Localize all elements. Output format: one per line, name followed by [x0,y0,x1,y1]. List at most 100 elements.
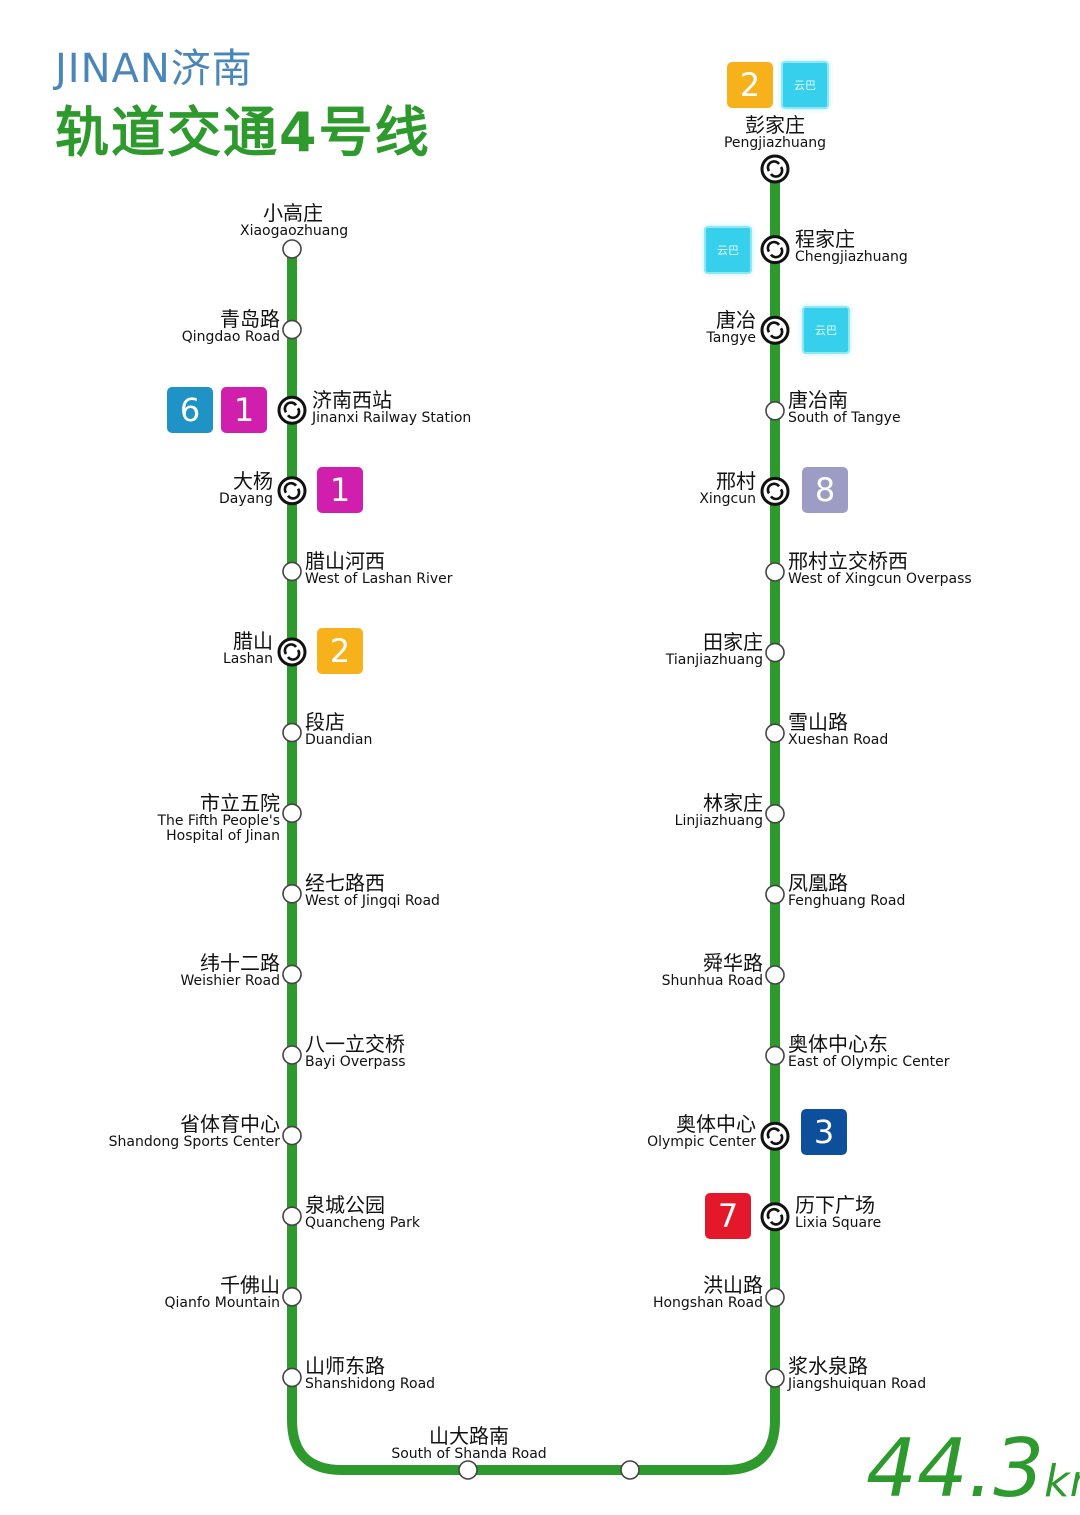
station-label-xiaogaozhuang[interactable]: 小高庄 Xiaogaozhuang [240,203,348,239]
station-label-duandian[interactable]: 段店 Duandian [305,712,372,748]
station-label-lixia-square[interactable]: 历下广场 Lixia Square [795,1195,881,1231]
station-label-hongshan-road[interactable]: 洪山路 Hongshan Road [653,1275,763,1311]
station-name-en-line2: Hospital of Jinan [166,827,280,844]
station-label-lashan[interactable]: 腊山 Lashan [223,631,273,667]
station-label-quancheng-park[interactable]: 泉城公园 Quancheng Park [305,1195,420,1231]
station-marker-right-8[interactable] [765,803,785,824]
station-label-xueshan-road[interactable]: 雪山路 Xueshan Road [788,712,888,748]
station-name-en: East of Olympic Center [788,1054,950,1070]
station-marker-right-11[interactable] [765,1045,785,1066]
station-marker-left-9[interactable] [282,964,302,985]
station-label-jiangshuiquan-road[interactable]: 浆水泉路 Jiangshuiquan Road [788,1356,926,1392]
station-label-west-of-lashan-river[interactable]: 腊山河西 West of Lashan River [305,551,453,587]
cloud-rail-badge[interactable]: 云巴 [704,226,752,274]
station-label-shunhua-road[interactable]: 舜华路 Shunhua Road [662,953,763,989]
station-name-en: Xueshan Road [788,732,889,748]
station-marker-right-12[interactable] [760,1121,790,1151]
station-label-olympic-center[interactable]: 奥体中心 Olympic Center [647,1114,756,1150]
title-english: JINAN济南 [55,46,253,92]
station-label-south-of-shanda-road[interactable]: 山大路南 South of Shanda Road [386,1426,552,1462]
interchange-icon [766,482,784,501]
station-label-west-of-jingqi-road[interactable]: 经七路西 West of Jingqi Road [305,873,440,909]
station-name-cn: 大杨 [233,469,273,493]
station-marker-right-5[interactable] [765,562,785,582]
station-name-cn: 泉城公园 [305,1193,385,1217]
station-name-cn: 林家庄 [703,791,763,815]
station-marker-left-8[interactable] [282,883,302,904]
station-label-east-of-olympic-center[interactable]: 奥体中心东 East of Olympic Center [788,1034,949,1070]
cloud-rail-badge[interactable]: 云巴 [802,306,850,354]
station-label-south-of-tangye[interactable]: 唐冶南 South of Tangye [788,390,901,426]
station-name-cn: 凤凰路 [788,871,848,895]
station-marker-bottom-0[interactable] [458,1460,478,1480]
station-marker-right-6[interactable] [765,642,785,663]
station-name-en: Jinanxi Railway Station [312,410,472,426]
station-marker-right-13[interactable] [760,1202,790,1232]
cloud-rail-label: 云巴 [794,79,816,92]
station-label-weishier-road[interactable]: 纬十二路 Weishier Road [180,953,280,989]
station-marker-left-12[interactable] [282,1206,302,1226]
station-marker-right-9[interactable] [765,884,785,905]
line-2-badge[interactable]: 2 [727,62,773,108]
station-marker-left-7[interactable] [282,803,302,824]
station-label-tianjiazhuang[interactable]: 田家庄 Tianjiazhuang [666,632,763,668]
station-label-dayang[interactable]: 大杨 Dayang [219,471,273,507]
cloud-rail-badge[interactable]: 云巴 [781,61,829,109]
station-marker-left-5[interactable] [277,637,307,667]
station-marker-right-3[interactable] [765,400,785,421]
station-marker-left-0[interactable] [282,239,302,259]
station-name-cn: 邢村立交桥西 [788,549,908,573]
line-8-badge[interactable]: 8 [802,467,848,513]
station-marker-right-0[interactable] [760,154,790,184]
station-name-en: Shanshidong Road [305,1376,436,1392]
line-3-badge[interactable]: 3 [801,1109,847,1155]
station-name-en: South of Shanda Road [391,1446,547,1462]
line-6-badge[interactable]: 6 [167,387,213,433]
station-label-qianfo-mountain[interactable]: 千佛山 Qianfo Mountain [164,1275,280,1311]
station-marker-left-4[interactable] [282,561,302,582]
station-marker-right-7[interactable] [765,723,785,744]
station-marker-left-13[interactable] [282,1287,302,1307]
station-label-tangye[interactable]: 唐冶 Tangye [707,310,756,346]
station-marker-left-10[interactable] [282,1045,302,1065]
line-2-badge[interactable]: 2 [317,628,363,674]
route-map [277,154,790,1480]
station-marker-bottom-1[interactable] [620,1460,640,1480]
line-1-badge[interactable]: 1 [221,387,267,433]
station-label-xingcun[interactable]: 邢村 Xingcun [699,471,756,507]
station-name-cn: 田家庄 [703,630,763,654]
station-marker-left-11[interactable] [282,1125,302,1146]
station-name-cn: 奥体中心 [676,1112,756,1136]
line-7-badge[interactable]: 7 [705,1193,751,1239]
station-label-qingdao-road[interactable]: 青岛路 Qingdao Road [182,309,280,345]
station-label-shanshidong-road[interactable]: 山师东路 Shanshidong Road [305,1356,435,1392]
station-name-cn: 洪山路 [703,1273,763,1297]
station-name-en: Shunhua Road [661,973,763,989]
station-marker-left-2[interactable] [277,395,307,425]
station-name-en: Tangye [706,330,756,346]
station-marker-left-3[interactable] [277,476,307,506]
line-1-badge[interactable]: 1 [317,467,363,513]
station-label-fifth-hospital[interactable]: 市立五院 The Fifth People's Hospital of Jina… [157,793,280,843]
station-marker-left-1[interactable] [282,319,302,340]
station-label-west-of-xingcun-overpass[interactable]: 邢村立交桥西 West of Xingcun Overpass [788,551,972,587]
station-marker-right-15[interactable] [765,1368,785,1388]
station-marker-right-14[interactable] [765,1287,785,1308]
station-label-jinanxi[interactable]: 济南西站 Jinanxi Railway Station [312,390,471,426]
station-marker-left-6[interactable] [282,722,302,743]
station-marker-right-4[interactable] [760,476,790,506]
station-marker-left-14[interactable] [282,1367,302,1388]
station-label-bayi-overpass[interactable]: 八一立交桥 Bayi Overpass [305,1034,406,1070]
station-name-cn: 唐冶南 [788,388,848,412]
station-label-fenghuang-road[interactable]: 凤凰路 Fenghuang Road [788,873,905,909]
station-marker-right-10[interactable] [765,965,785,985]
interchange-icon [283,481,301,500]
station-marker-right-2[interactable] [760,315,790,345]
station-name-cn: 济南西站 [312,388,392,412]
station-label-linjiazhuang[interactable]: 林家庄 Linjiazhuang [675,793,763,829]
station-label-pengjiazhuang[interactable]: 彭家庄 Pengjiazhuang [715,115,835,151]
station-label-chengjiazhuang[interactable]: 程家庄 Chengjiazhuang [795,229,908,265]
station-marker-right-1[interactable] [760,235,790,265]
station-name-cn: 段店 [305,710,345,734]
station-label-shandong-sports-center[interactable]: 省体育中心 Shandong Sports Center [109,1114,280,1150]
